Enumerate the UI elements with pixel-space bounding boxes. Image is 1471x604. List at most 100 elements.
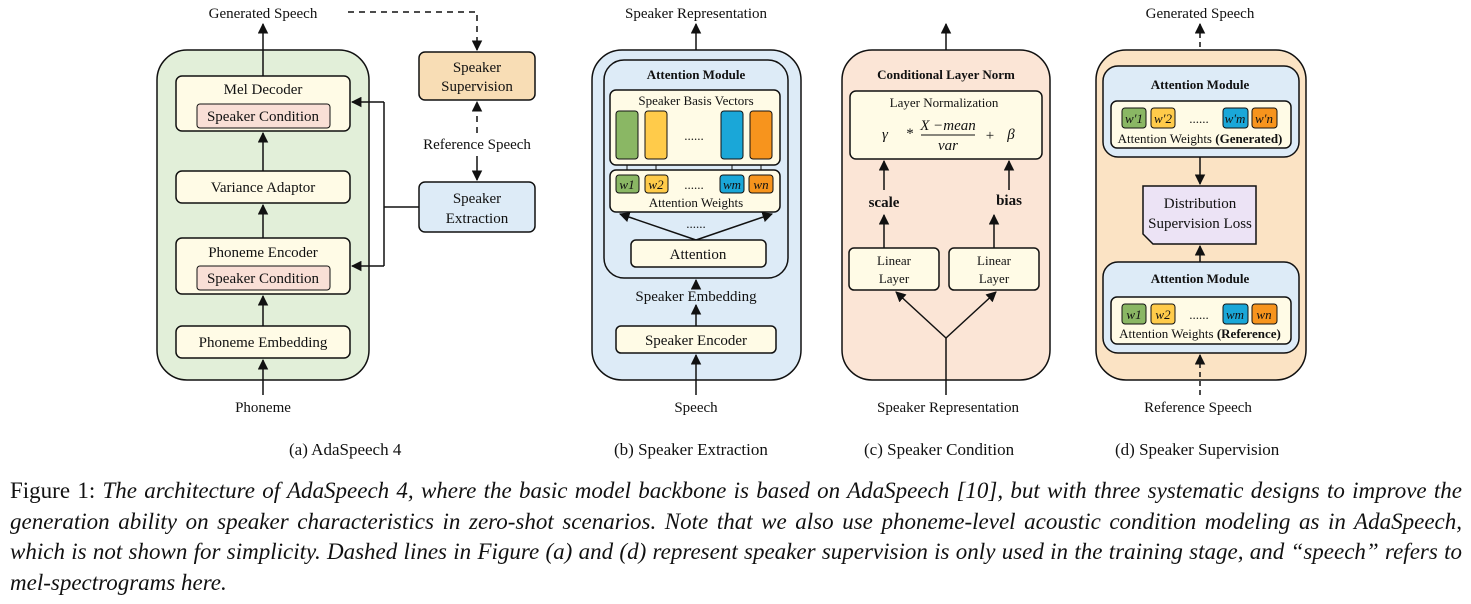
basis-vectors-ellipsis: ...... (684, 128, 704, 143)
speaker-supervision-label-1: Speaker (453, 60, 501, 76)
reference-speech-label: Reference Speech (423, 137, 531, 153)
linear-layer-right-label-1: Linear (977, 253, 1012, 268)
bottom-weight-chip-2 (1150, 303, 1176, 325)
mel-decoder-label: Mel Decoder (224, 82, 303, 98)
panel-a-input-label: Phoneme (235, 400, 291, 416)
caption-text: The architecture of AdaSpeech 4, where t… (10, 478, 1463, 595)
linear-layer-left-label-1: Linear (877, 253, 912, 268)
linear-layer-left-box (848, 247, 940, 291)
layer-normalization-box (849, 90, 1043, 160)
bottom-weights-ellipsis: ...... (1189, 307, 1209, 322)
speaker-condition-top-box (196, 103, 331, 129)
attention-label: Attention (670, 247, 727, 263)
conditional-layer-norm-title: Conditional Layer Norm (877, 67, 1015, 82)
weight-label-1: w1 (619, 177, 634, 192)
subcaption-d: (d) Speaker Supervision (1115, 440, 1280, 459)
weight-chip-n (748, 174, 774, 194)
bottom-weight-label-n: wn (1256, 307, 1271, 322)
bottom-weight-chip-m (1222, 303, 1249, 325)
weight-chip-m (719, 174, 745, 194)
attention-weights-top-label: Attention Weights (Generated) (1118, 131, 1283, 146)
variance-adaptor-box (175, 170, 351, 204)
architecture-figure: Generated Speech Mel Decoder Speaker Con… (156, 6, 1307, 416)
distribution-loss-label-2: Supervision Loss (1148, 216, 1252, 232)
attention-weights-bottom-text: Attention Weights (1119, 326, 1213, 341)
speaker-extraction-label-2: Extraction (446, 211, 509, 227)
attention-arrow-left (619, 212, 697, 241)
basis-vector-2 (644, 110, 668, 160)
attention-box (630, 239, 767, 268)
speaker-encoder-label: Speaker Encoder (645, 333, 747, 349)
attention-module-title: Attention Module (647, 67, 746, 82)
panel-c: Conditional Layer Norm Layer Normalizati… (841, 22, 1051, 416)
attention-weights-bottom-label: Attention Weights (Reference) (1119, 326, 1281, 341)
top-weight-chip-m (1222, 107, 1249, 129)
linear-layer-right-box (948, 247, 1040, 291)
subcaption-a: (a) AdaSpeech 4 (289, 440, 402, 459)
dashed-generated-to-supervision (348, 11, 483, 52)
bottom-weight-label-1: w1 (1126, 307, 1141, 322)
weight-chip-1 (615, 174, 640, 194)
attention-module-top-title: Attention Module (1151, 77, 1250, 92)
top-weight-chip-n (1251, 107, 1278, 129)
attention-arrows-ellipsis: ...... (686, 216, 706, 231)
plus-symbol: + (986, 128, 994, 144)
formula-denominator: var (938, 138, 958, 154)
formula-numerator: X −mean (919, 118, 976, 134)
panel-d-output-label: Generated Speech (1146, 6, 1255, 22)
times-symbol: * (906, 126, 914, 142)
top-weight-chip-2 (1150, 107, 1176, 129)
weight-label-m: wm (723, 177, 741, 192)
basis-vector-1 (615, 110, 639, 160)
attention-arrow-right (695, 212, 773, 241)
top-weight-label-1: w'1 (1125, 111, 1143, 126)
panel-a-output-label: Generated Speech (209, 6, 318, 22)
input-branch-right (945, 291, 997, 339)
bias-label: bias (996, 193, 1022, 209)
top-weights-ellipsis: ...... (1189, 111, 1209, 126)
weight-label-n: wn (753, 177, 768, 192)
basis-vector-n (749, 110, 773, 160)
speaker-embedding-label: Speaker Embedding (635, 289, 757, 305)
phoneme-embedding-box (175, 325, 351, 359)
linear-layer-right-label-2: Layer (979, 271, 1010, 286)
panel-d-input-label: Reference Speech (1144, 400, 1252, 416)
panel-b: Speaker Representation Attention Module … (591, 6, 802, 416)
speaker-condition-bottom-box (196, 265, 331, 291)
layer-normalization-label: Layer Normalization (890, 95, 999, 110)
beta-symbol: β (1006, 127, 1015, 143)
basis-vector-m (720, 110, 744, 160)
phoneme-encoder-label: Phoneme Encoder (208, 245, 318, 261)
panel-c-input-label: Speaker Representation (877, 400, 1020, 416)
speaker-supervision-box (418, 51, 536, 101)
panel-a: Generated Speech Mel Decoder Speaker Con… (156, 6, 536, 416)
caption-prefix: Figure 1: (10, 478, 96, 503)
subcaption-b: (b) Speaker Extraction (614, 440, 768, 459)
bottom-weight-label-m: wm (1226, 307, 1244, 322)
linear-layer-left-label-2: Layer (879, 271, 910, 286)
gamma-symbol: γ (882, 127, 889, 143)
panel-b-output-label: Speaker Representation (625, 6, 768, 22)
generated-tag: (Generated) (1215, 131, 1282, 146)
top-weight-label-2: w'2 (1154, 111, 1172, 126)
top-weight-label-m: w'm (1225, 111, 1246, 126)
bottom-weight-chip-n (1251, 303, 1278, 325)
basis-vectors-label: Speaker Basis Vectors (638, 93, 753, 108)
speaker-supervision-label-2: Supervision (441, 79, 513, 95)
bottom-weight-label-2: w2 (1155, 307, 1171, 322)
attention-weights-label: Attention Weights (649, 195, 743, 210)
distribution-loss-label-1: Distribution (1164, 196, 1237, 212)
top-weight-chip-1 (1121, 107, 1147, 129)
subcaption-c: (c) Speaker Condition (864, 440, 1015, 459)
distribution-loss-box (1142, 185, 1257, 245)
attention-module-bottom-title: Attention Module (1151, 271, 1250, 286)
panel-d: Generated Speech Attention Module w'1 w'… (1095, 6, 1307, 416)
phoneme-embedding-label: Phoneme Embedding (199, 335, 328, 351)
speaker-extraction-label-1: Speaker (453, 191, 501, 207)
bottom-weight-chip-1 (1121, 303, 1147, 325)
weight-label-2: w2 (648, 177, 664, 192)
panel-b-input-label: Speech (674, 400, 718, 416)
variance-adaptor-label: Variance Adaptor (211, 180, 316, 196)
speaker-condition-bottom-label: Speaker Condition (207, 271, 320, 287)
scale-label: scale (869, 195, 900, 211)
